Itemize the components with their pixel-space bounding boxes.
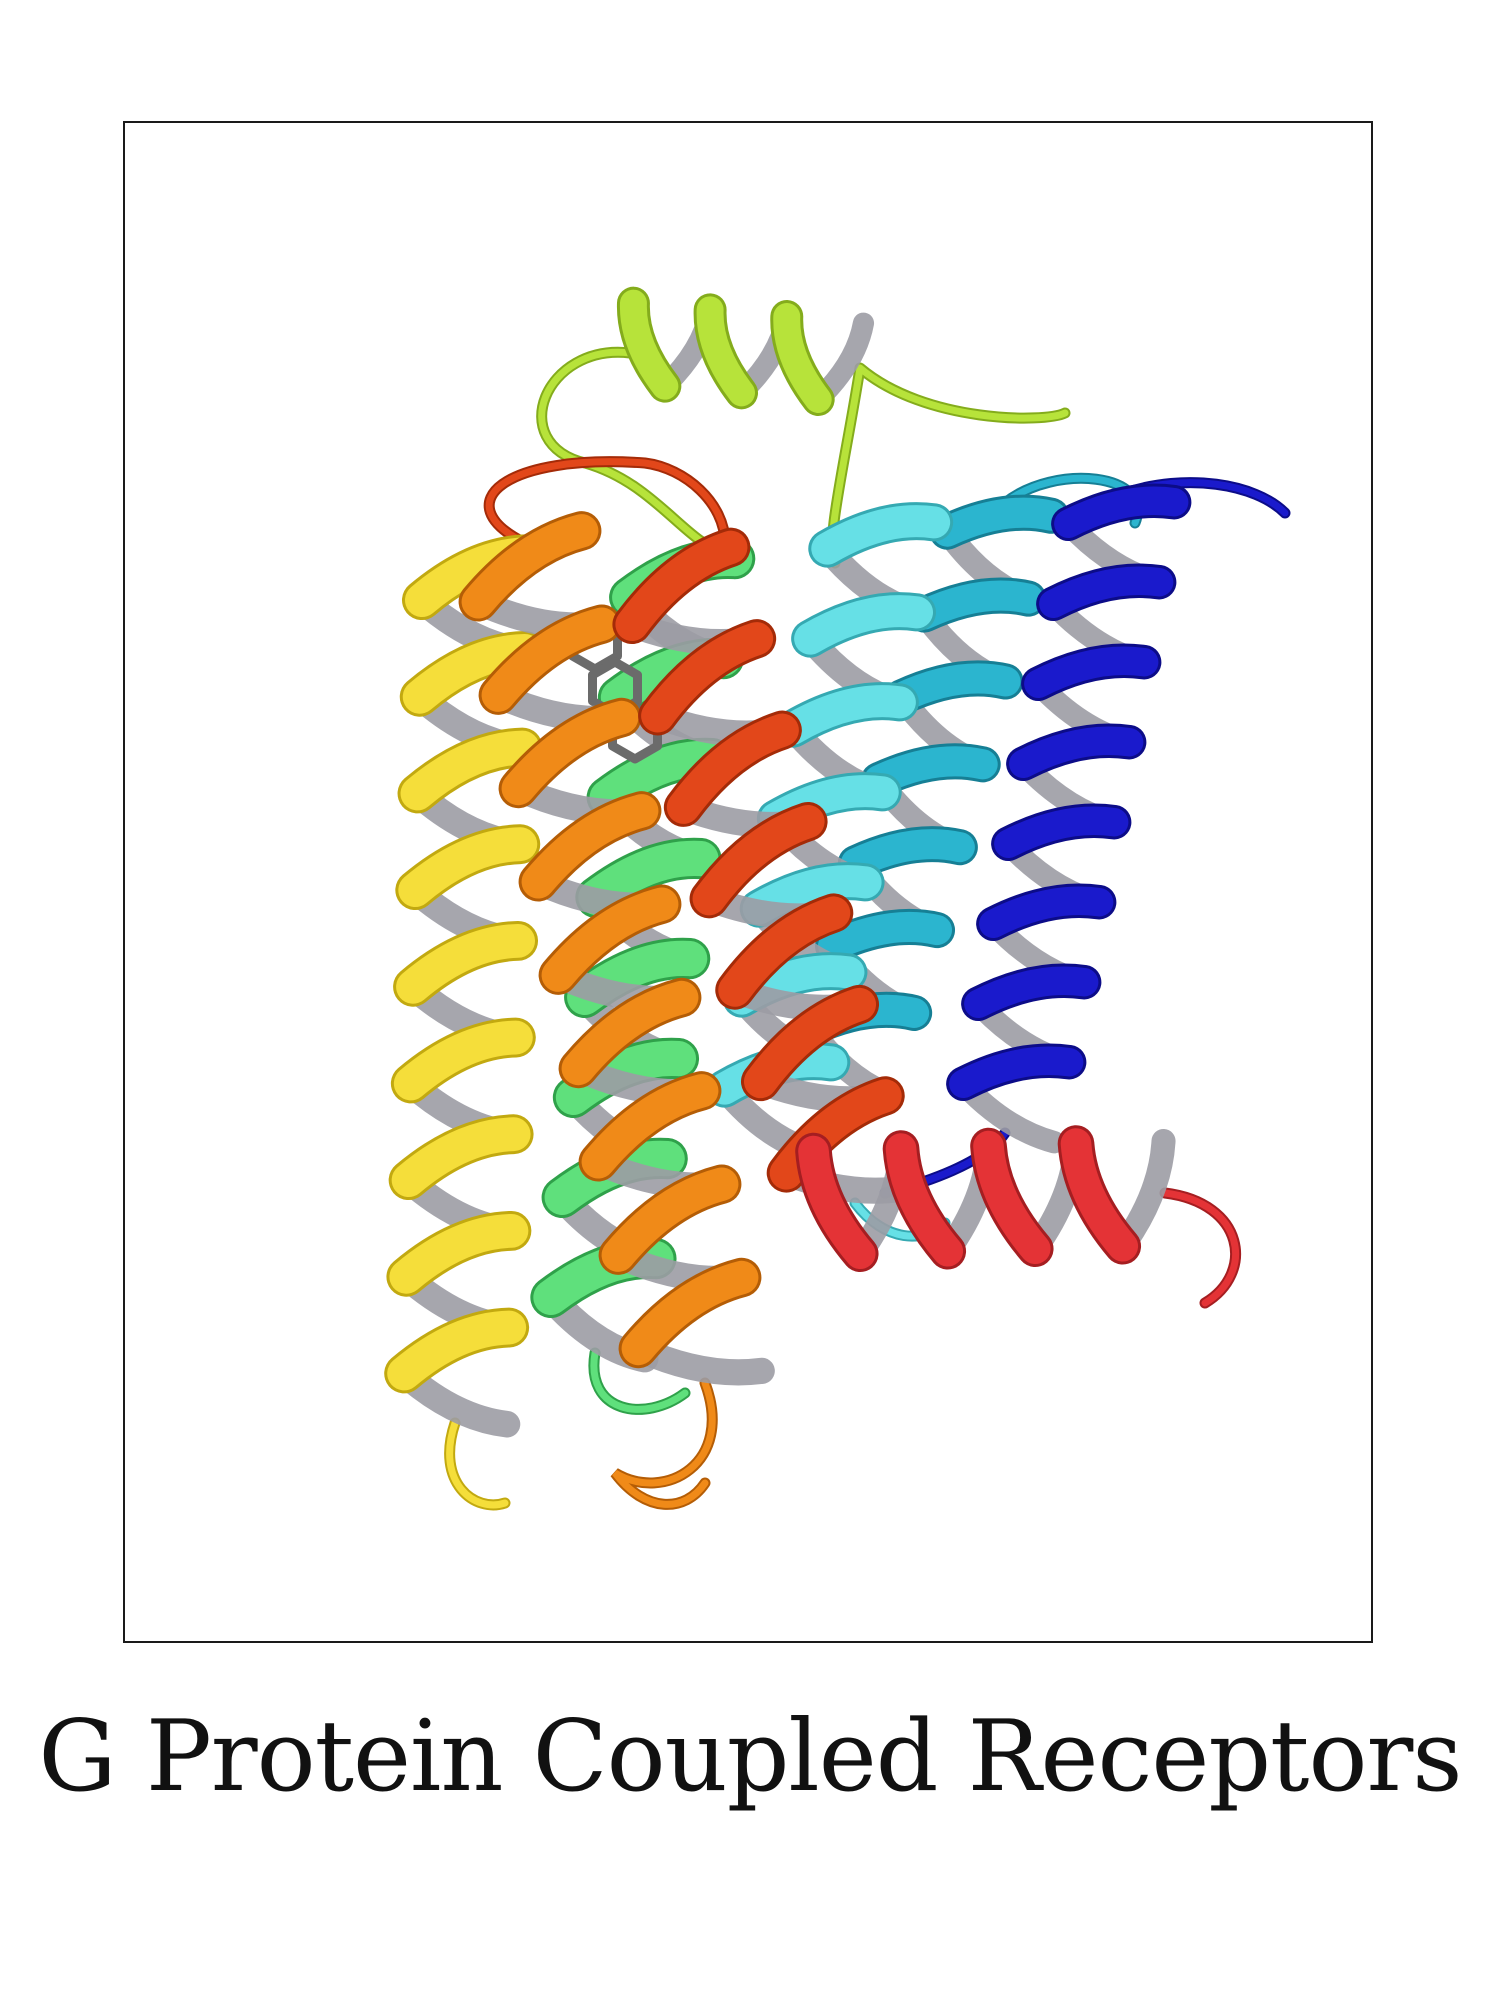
helix-1-front-strand	[1024, 646, 1159, 699]
helix-7-front-strand	[692, 804, 825, 916]
helix-7-front-strand	[718, 896, 851, 1007]
helix-3-front-strand	[811, 505, 951, 565]
helix-3-front-strand	[776, 685, 916, 745]
helix-5-front-strand	[396, 923, 536, 1004]
helix-5-front-strand	[391, 1117, 531, 1198]
loop-ribbon-fill-5	[446, 1419, 509, 1509]
loop-ribbon-fill-7	[590, 1349, 689, 1413]
helix-6-front-strand	[581, 1074, 719, 1179]
helix-6-front-strand	[561, 980, 699, 1086]
loop-ecl2-front-strand	[619, 289, 679, 400]
helix-8-front-strand	[885, 1133, 964, 1267]
helix-2-front-strand	[840, 829, 975, 879]
helix-6-front-strand	[501, 700, 639, 806]
helix-6-ribbon	[458, 511, 775, 1386]
figure-caption: G Protein Coupled Receptors	[38, 1700, 1462, 1814]
helix-7-front-strand	[743, 987, 877, 1099]
helix-5-front-strand	[398, 827, 538, 908]
helix-6-front-strand	[521, 794, 659, 899]
helix-5-front-strand	[393, 1020, 533, 1101]
helix-1-front-strand	[1009, 726, 1144, 779]
helix-1-front-strand	[964, 966, 1099, 1019]
helix-1-front-strand	[1054, 486, 1189, 539]
helix-5-front-strand	[400, 730, 540, 811]
helix-1-front-strand	[979, 886, 1114, 939]
helix-1-front-strand	[1039, 566, 1174, 619]
helix-2-front-strand	[909, 580, 1044, 630]
helix-2-front-strand	[932, 497, 1067, 547]
helix-8-ribbon	[795, 1125, 1176, 1273]
protein-structure-image	[384, 286, 1291, 1511]
helix-1-front-strand	[994, 806, 1129, 859]
helix-7-front-strand	[615, 530, 748, 642]
front-helices	[384, 286, 1192, 1438]
helix-3-front-strand	[794, 595, 934, 655]
helix-4-front-strand	[578, 840, 719, 916]
helix-6-front-strand	[541, 887, 679, 992]
helix-1-ribbon	[946, 483, 1192, 1154]
helix-6-front-strand	[461, 514, 599, 619]
helix-4-front-strand	[555, 1040, 697, 1116]
helix-6-front-strand	[601, 1167, 739, 1272]
helix-8-front-strand	[1060, 1128, 1139, 1262]
loop-ecl2-front-strand	[696, 296, 756, 407]
helix-5-front-strand	[389, 1213, 529, 1294]
loop-ribbon-fill-2	[485, 458, 729, 547]
helix-7-front-strand	[641, 622, 774, 733]
helix-1-front-strand	[949, 1046, 1084, 1099]
helix-6-front-strand	[481, 607, 619, 712]
loop-ribbon-fill-6	[612, 1379, 716, 1508]
loop-ecl2-ribbon	[616, 286, 875, 416]
loop-ribbon-fill-10	[1161, 1189, 1240, 1307]
helix-8-front-strand	[973, 1130, 1051, 1265]
helix-5-front-strand	[387, 1310, 527, 1391]
helix-2-front-strand	[863, 746, 998, 796]
helix-8-front-strand	[798, 1135, 876, 1270]
figure-frame	[123, 121, 1373, 1643]
loop-ecl2-front-strand	[773, 303, 832, 413]
helix-7-front-strand	[666, 713, 799, 824]
helix-2-front-strand	[817, 911, 953, 961]
helix-6-front-strand	[621, 1260, 759, 1366]
helix-7-ribbon	[612, 527, 924, 1204]
